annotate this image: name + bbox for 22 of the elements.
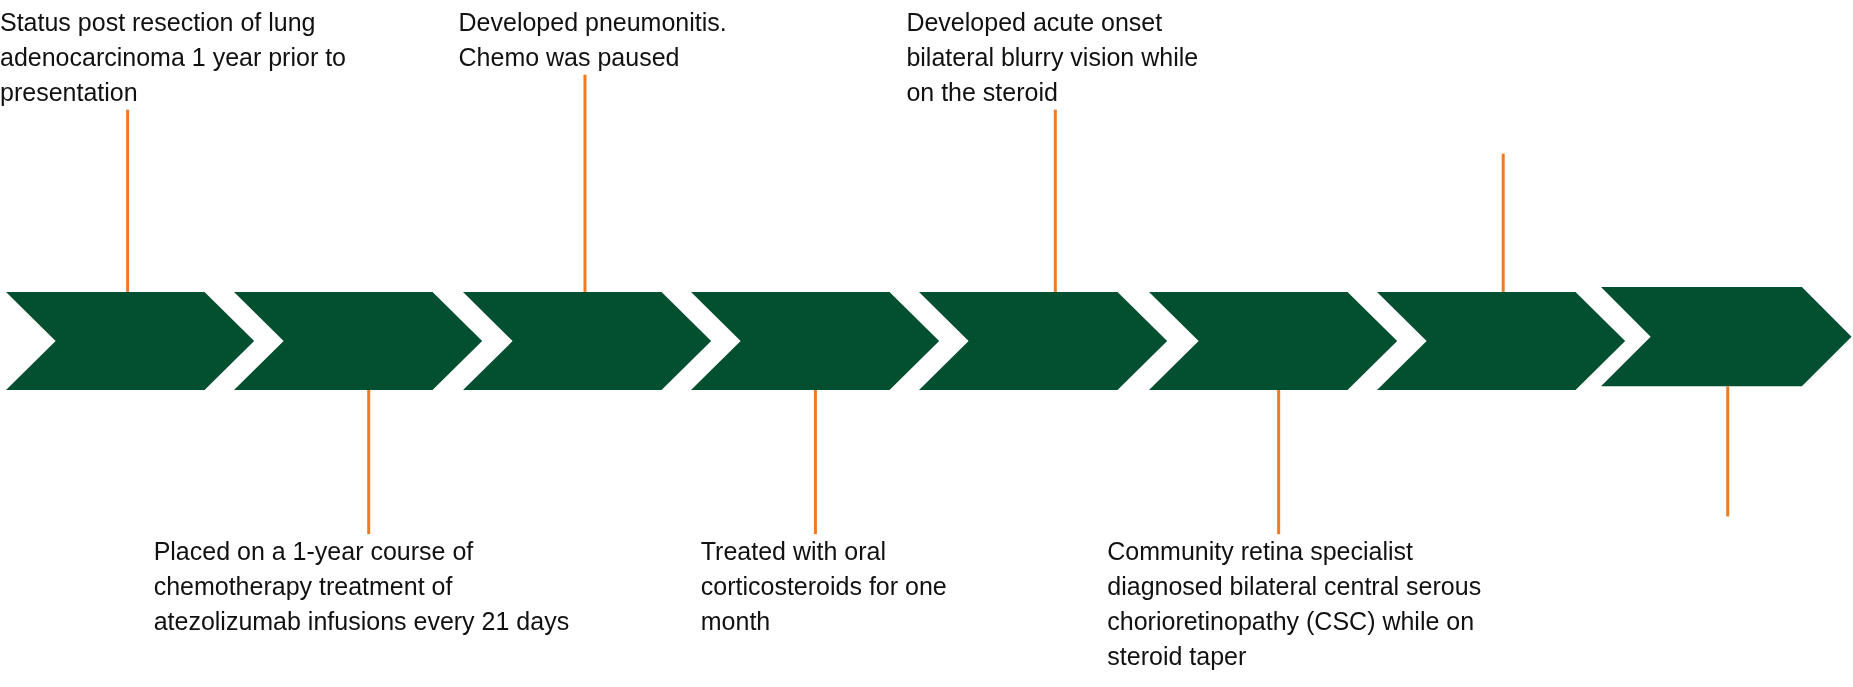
timeline-segment	[234, 291, 483, 390]
timeline-segment	[5, 291, 255, 390]
event-text: Community retina specialist diagnosed bilateral central serous chorioretinopathy (CSC) while on steroid taper	[1107, 534, 1533, 675]
event-text: Developed pneumonitis. Chemo was paused	[458, 4, 754, 75]
leader-line	[1053, 109, 1057, 292]
leader-line	[367, 389, 371, 535]
timeline-segment	[1601, 287, 1852, 387]
leader-line	[126, 109, 130, 292]
timeline-segment	[463, 291, 712, 390]
leader-line	[1501, 153, 1505, 292]
timeline-segment	[691, 291, 940, 390]
timeline-segment	[1376, 291, 1625, 390]
event-text: Placed on a 1-year course of chemotherapy treatment of atezolizumab infusions every 21 days	[153, 534, 580, 640]
event-text: Developed acute onset bilateral blurry vision while on the steroid	[906, 4, 1214, 110]
leader-line	[583, 74, 587, 292]
leader-line	[1726, 386, 1730, 517]
leader-line	[1277, 389, 1281, 535]
event-text: Treated with oral corticosteroids for one month	[700, 534, 955, 640]
timeline-segment	[1148, 291, 1397, 390]
leader-line	[813, 389, 817, 535]
event-text: Status post resection of lung adenocarcinoma 1 year prior to presentation	[0, 4, 390, 110]
timeline-segment	[919, 291, 1168, 390]
